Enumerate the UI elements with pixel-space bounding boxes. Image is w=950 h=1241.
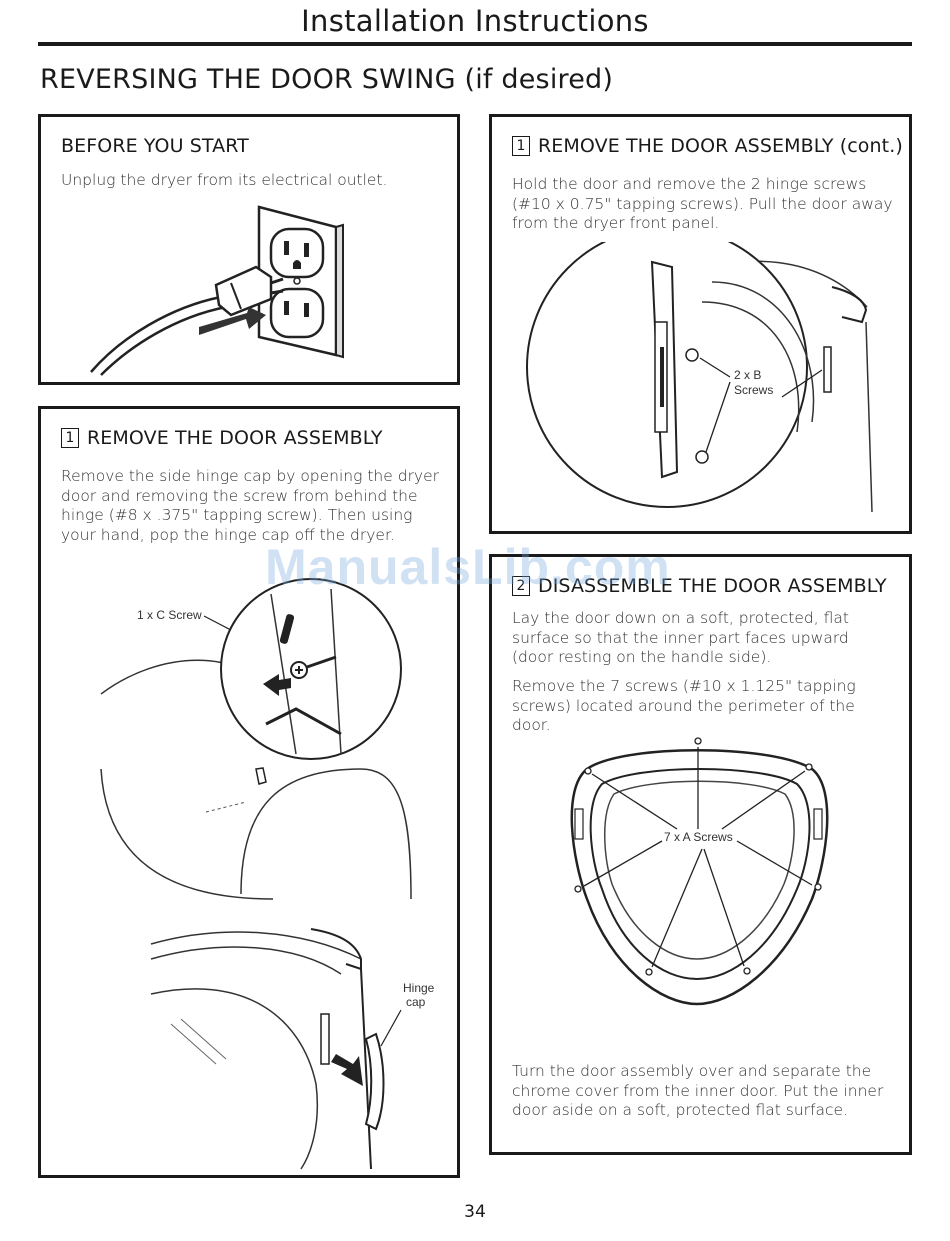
- disassemble-text-1: Lay the door down on a soft, protected, …: [512, 609, 894, 668]
- door-screws-illustration: 7 x A Screws: [492, 729, 909, 1019]
- remove-door-cont-text: Hold the door and remove the 2 hinge scr…: [512, 175, 894, 234]
- hinge-cap-illustration: Hinge cap: [41, 914, 457, 1174]
- remove-door-cont-heading-text: REMOVE THE DOOR ASSEMBLY (cont.): [538, 135, 903, 157]
- section-title: REVERSING THE DOOR SWING (if desired): [40, 64, 613, 95]
- hinge-cap-label-line2: cap: [406, 995, 426, 1009]
- before-you-start-panel: BEFORE YOU START Unplug the dryer from i…: [38, 114, 460, 385]
- page-header-title: Installation Instructions: [0, 4, 950, 38]
- disassemble-text-2: Remove the 7 screws (#10 x 1.125" tappin…: [512, 677, 894, 736]
- b-screws-label-line2: Screws: [734, 383, 773, 397]
- remove-door-cont-panel: 1 REMOVE THE DOOR ASSEMBLY (cont.) Hold t…: [489, 114, 912, 534]
- page-number: 34: [0, 1202, 950, 1222]
- before-start-text: Unplug the dryer from its electrical out…: [61, 171, 441, 191]
- manualslib-watermark: ManualsLib.com: [265, 538, 671, 596]
- remove-door-cont-heading: 1 REMOVE THE DOOR ASSEMBLY (cont.): [512, 135, 903, 157]
- header-rule: [38, 42, 912, 46]
- door-hinge-screws-illustration: 2 x B Screws: [492, 242, 909, 532]
- hinge-cap-label-line1: Hinge: [403, 981, 435, 995]
- remove-door-panel: 1 REMOVE THE DOOR ASSEMBLY Remove the sid…: [38, 406, 460, 1178]
- step-number-badge: 1: [61, 428, 79, 448]
- remove-door-heading-text: REMOVE THE DOOR ASSEMBLY: [87, 427, 383, 449]
- outlet-illustration: [81, 197, 381, 382]
- b-screws-label-line1: 2 x B: [734, 368, 761, 382]
- a-screws-label: 7 x A Screws: [664, 830, 733, 844]
- remove-door-heading: 1 REMOVE THE DOOR ASSEMBLY: [61, 427, 383, 449]
- hinge-screw-illustration: 1 x C Screw: [41, 554, 457, 924]
- step-number-badge: 1: [512, 136, 530, 156]
- before-start-heading: BEFORE YOU START: [61, 135, 249, 157]
- disassemble-text-3: Turn the door assembly over and separate…: [512, 1062, 894, 1121]
- c-screw-label: 1 x C Screw: [137, 608, 202, 622]
- remove-door-text: Remove the side hinge cap by opening the…: [61, 467, 443, 545]
